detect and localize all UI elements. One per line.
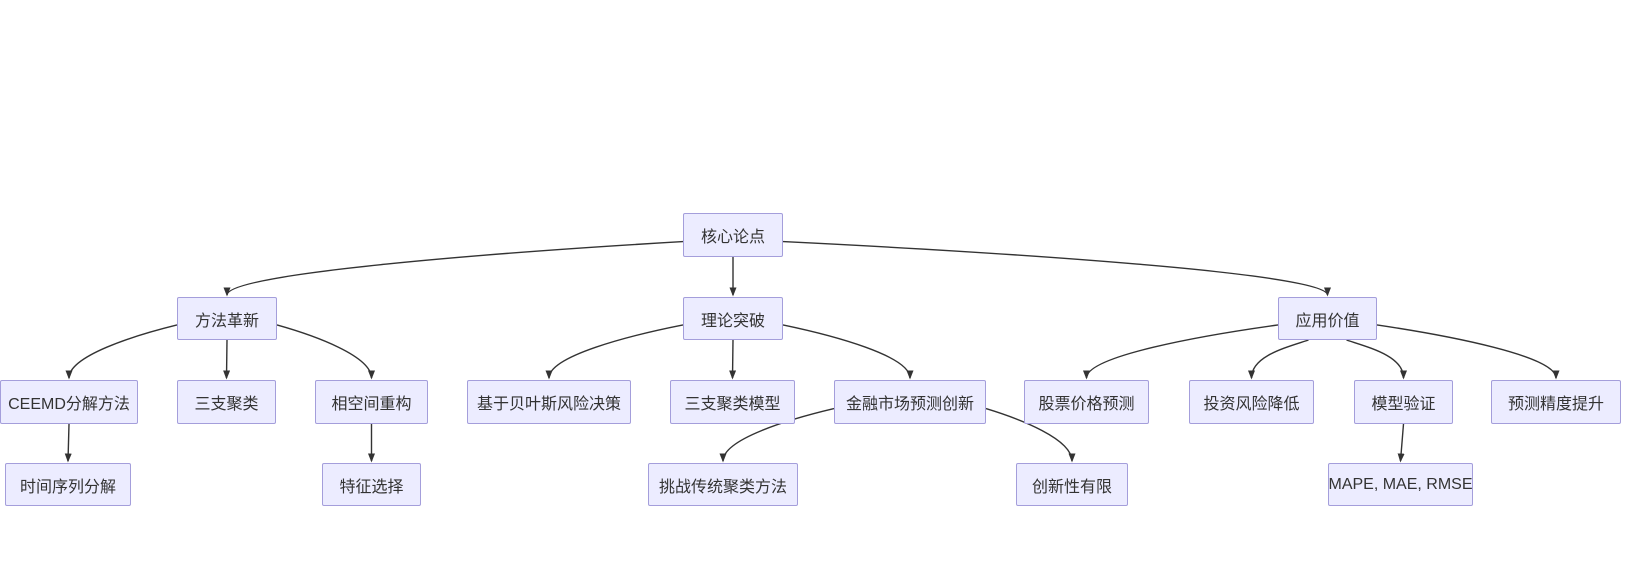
node-risk: 投资风险降低: [1189, 380, 1314, 424]
node-method: 方法革新: [177, 297, 277, 340]
edge-validate-metrics: [1397, 423, 1405, 463]
node-finance: 金融市场预测创新: [834, 380, 986, 424]
node-stock: 股票价格预测: [1024, 380, 1149, 424]
edge-theory-finance: [782, 324, 914, 380]
node-metrics: MAPE, MAE, RMSE: [1328, 463, 1473, 506]
edge-theory-twmodel: [729, 339, 737, 380]
node-limited: 创新性有限: [1016, 463, 1128, 506]
node-challenge: 挑战传统聚类方法: [648, 463, 798, 506]
edge-method-threeway: [223, 339, 231, 380]
node-ceemd: CEEMD分解方法: [0, 380, 138, 424]
edge-method-ceemd: [65, 324, 178, 380]
node-tsdecomp: 时间序列分解: [5, 463, 131, 506]
node-twmodel: 三支聚类模型: [670, 380, 795, 424]
node-value: 应用价值: [1278, 297, 1377, 340]
node-accuracy: 预测精度提升: [1491, 380, 1621, 424]
node-bayes: 基于贝叶斯风险决策: [467, 380, 631, 424]
edge-value-stock: [1083, 324, 1279, 380]
node-validate: 模型验证: [1354, 380, 1453, 424]
edge-value-accuracy: [1376, 324, 1560, 380]
edge-ceemd-tsdecomp: [64, 423, 72, 463]
edge-method-phase: [276, 324, 375, 380]
edge-root-method: [223, 240, 684, 297]
edge-value-validate: [1346, 339, 1407, 380]
node-phase: 相空间重构: [315, 380, 428, 424]
edge-value-risk: [1248, 339, 1309, 380]
node-feature: 特征选择: [322, 463, 421, 506]
node-theory: 理论突破: [683, 297, 783, 340]
node-threeway: 三支聚类: [177, 380, 276, 424]
edge-root-value: [782, 240, 1331, 297]
edge-theory-bayes: [545, 324, 684, 380]
node-root: 核心论点: [683, 213, 783, 257]
